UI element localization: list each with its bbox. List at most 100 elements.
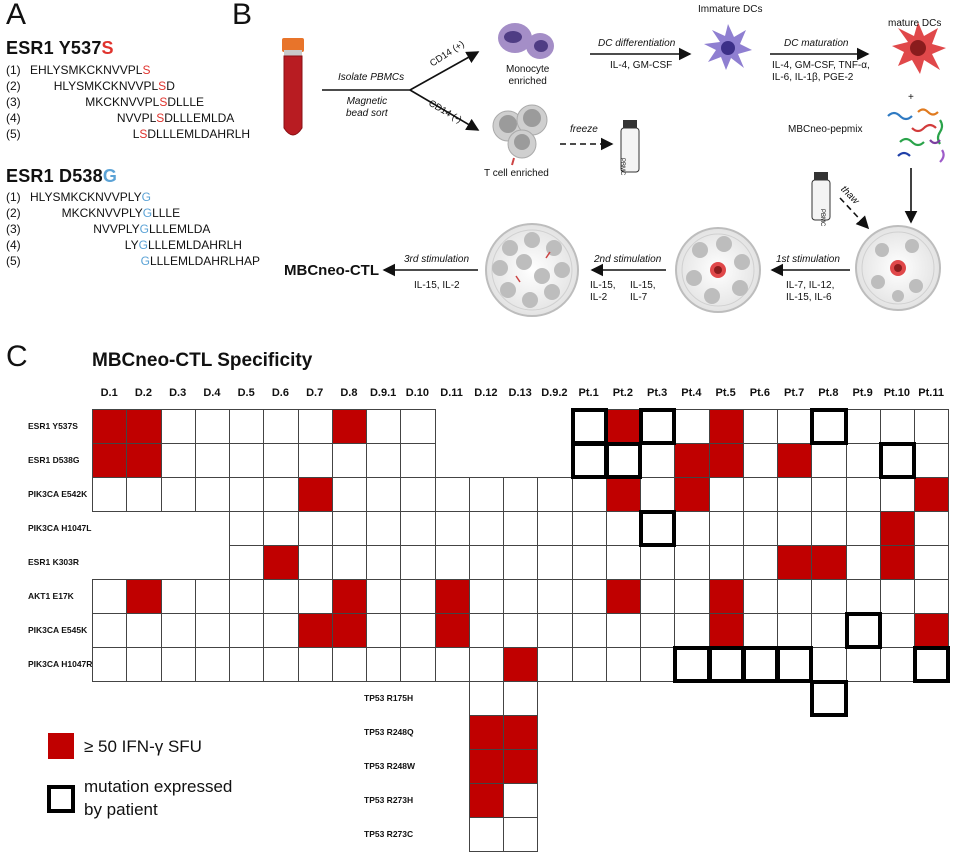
cell xyxy=(571,647,607,682)
cell xyxy=(708,511,744,546)
cell xyxy=(366,545,402,580)
cell xyxy=(879,613,915,648)
label-pbmc-vial-thaw: PBMC xyxy=(819,209,825,227)
cell xyxy=(160,647,196,682)
cell-expressed-marker xyxy=(878,442,916,479)
cell-positive xyxy=(879,511,915,546)
peptide-sequence: GLLLEMLDAHRLHAP xyxy=(140,254,260,268)
peptide-group-title-gene: ESR1 D538 xyxy=(6,166,103,186)
label-stim2: 2nd stimulation xyxy=(594,254,662,265)
cell-positive xyxy=(811,545,847,580)
cell xyxy=(160,477,196,512)
cell xyxy=(366,579,402,614)
cell xyxy=(160,579,196,614)
cell xyxy=(742,545,778,580)
cell-positive xyxy=(503,749,539,784)
label-freeze: freeze xyxy=(570,124,598,135)
peptide-number: (2) xyxy=(6,79,21,93)
row-label: TP53 R175H xyxy=(364,693,414,703)
row-label: PIK3CA E542K xyxy=(28,489,88,499)
cell xyxy=(297,409,333,444)
cell-expressed-marker xyxy=(570,442,608,479)
cell xyxy=(331,511,367,546)
cell-positive xyxy=(126,409,162,444)
column-label: D.12 xyxy=(474,387,498,399)
cell xyxy=(468,511,504,546)
cell-positive xyxy=(468,715,504,750)
cell xyxy=(331,443,367,478)
dish-stim2-icon xyxy=(675,227,761,313)
cell-positive xyxy=(126,443,162,478)
label-stim2-cytokines-a: IL-15, IL-2 xyxy=(590,280,616,303)
cell xyxy=(194,613,230,648)
cell-positive xyxy=(674,443,710,478)
cell xyxy=(742,579,778,614)
peptide-number: (5) xyxy=(6,254,21,268)
peptide-sequence: LYGLLLEMLDAHRLH xyxy=(124,238,242,252)
arrow-thaw xyxy=(839,197,870,230)
cell-positive xyxy=(92,443,128,478)
cell xyxy=(845,477,881,512)
legend-positive-swatch xyxy=(48,733,74,759)
legend-expressed-swatch xyxy=(47,785,75,813)
cell xyxy=(400,613,436,648)
cell xyxy=(914,511,950,546)
cell xyxy=(297,579,333,614)
cell xyxy=(571,545,607,580)
column-label: D.3 xyxy=(169,387,187,399)
cell-positive xyxy=(434,579,470,614)
cell-expressed-marker xyxy=(844,612,882,649)
peptide-sequence: NVVPLYGLLLEMLDA xyxy=(93,222,211,236)
cell xyxy=(503,579,539,614)
cell xyxy=(674,409,710,444)
cell xyxy=(503,783,539,818)
cell xyxy=(366,443,402,478)
immature-dc-icon xyxy=(704,24,752,70)
column-label: D.9.1 xyxy=(369,387,397,399)
cell-positive xyxy=(297,613,333,648)
cell-positive xyxy=(605,409,641,444)
peptide-sequence: NVVPLSDLLLEMLDA xyxy=(116,111,235,125)
label-dc-mat: DC maturation xyxy=(784,38,849,49)
row-label: ESR1 D538G xyxy=(28,455,80,465)
column-label: Pt.2 xyxy=(612,387,633,399)
cell xyxy=(845,511,881,546)
pbmc-vial-icon xyxy=(620,120,640,173)
label-stim1: 1st stimulation xyxy=(776,254,840,265)
cell xyxy=(263,613,299,648)
label-stim2-cytokines-b: IL-15, IL-7 xyxy=(630,280,656,303)
cell-positive xyxy=(708,443,744,478)
cell xyxy=(434,545,470,580)
column-label: Pt.9 xyxy=(852,387,873,399)
row-label: PIK3CA H1047L xyxy=(28,523,92,533)
cell xyxy=(263,477,299,512)
cell xyxy=(537,511,573,546)
label-pepmix: MBCneo-pepmix xyxy=(788,124,863,135)
column-label: Pt.7 xyxy=(784,387,805,399)
cell xyxy=(160,443,196,478)
cell-positive xyxy=(914,477,950,512)
row-label: ESR1 K303R xyxy=(28,557,80,567)
mature-dc-icon xyxy=(892,22,946,74)
cell xyxy=(160,613,196,648)
cell xyxy=(263,579,299,614)
cell xyxy=(229,409,265,444)
column-label: D.9.2 xyxy=(541,387,568,399)
t-cells-icon xyxy=(492,104,548,166)
cell xyxy=(400,409,436,444)
cell xyxy=(126,647,162,682)
row-label: ESR1 Y537S xyxy=(28,421,78,431)
cell-positive xyxy=(468,783,504,818)
row-label: AKT1 E17K xyxy=(28,591,74,601)
peptide-group-title-mutation: G xyxy=(102,166,118,186)
cell xyxy=(503,817,539,852)
cell xyxy=(879,647,915,682)
cell xyxy=(194,647,230,682)
cell xyxy=(366,613,402,648)
legend-positive-label: ≥ 50 IFN-γ SFU xyxy=(84,737,202,756)
cell xyxy=(92,647,128,682)
label-monocyte: Monocyte enriched xyxy=(506,64,550,87)
cell xyxy=(194,443,230,478)
column-label: Pt.1 xyxy=(578,387,599,399)
cell xyxy=(811,511,847,546)
